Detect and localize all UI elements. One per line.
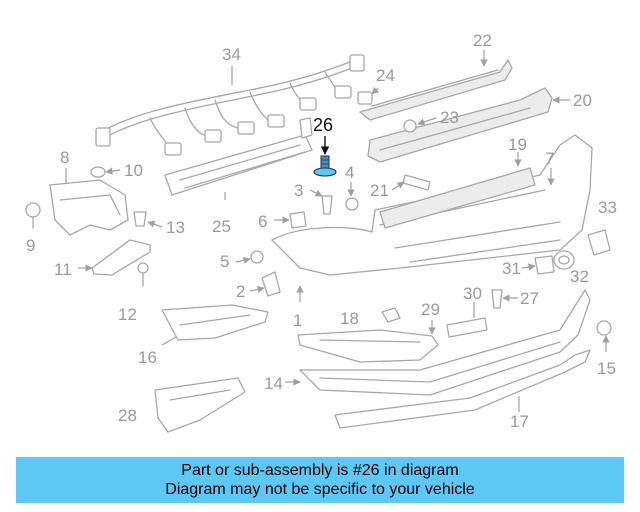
label-28: 28 bbox=[118, 406, 137, 425]
holder-24-part bbox=[357, 86, 380, 105]
label-33: 33 bbox=[598, 198, 617, 217]
upper-bracket-part bbox=[359, 50, 513, 121]
label-14: 14 bbox=[264, 374, 283, 393]
sensor-31-part bbox=[521, 255, 555, 275]
retainer-6-part bbox=[274, 211, 307, 229]
label-17: 17 bbox=[510, 412, 529, 431]
label-4: 4 bbox=[345, 163, 354, 182]
bracket-2-part bbox=[249, 271, 281, 297]
label-7: 7 bbox=[545, 149, 554, 168]
screw-12-part bbox=[137, 262, 149, 287]
label-5: 5 bbox=[220, 252, 229, 271]
label-3: 3 bbox=[294, 181, 303, 200]
label-9: 9 bbox=[26, 236, 35, 255]
side-bracket-16-part bbox=[161, 304, 269, 346]
side-bracket-part bbox=[49, 168, 129, 236]
side-guide-28-part bbox=[154, 377, 246, 433]
bracket-30-part bbox=[446, 302, 488, 338]
label-10: 10 bbox=[124, 161, 143, 180]
lower-trim-part bbox=[334, 349, 591, 429]
label-26: 26 bbox=[313, 115, 333, 135]
label-30: 30 bbox=[463, 284, 482, 303]
label-13: 13 bbox=[166, 218, 185, 237]
label-12: 12 bbox=[118, 305, 137, 324]
label-23: 23 bbox=[440, 108, 459, 127]
banner-line-1: Part or sub-assembly is #26 in diagram bbox=[181, 462, 459, 479]
bolt-21-part bbox=[391, 174, 431, 191]
absorber-insert-part bbox=[164, 117, 313, 200]
grommet-13-part bbox=[133, 211, 163, 228]
label-15: 15 bbox=[597, 359, 616, 378]
clip-9-part bbox=[25, 202, 41, 229]
clip-4-part bbox=[345, 182, 359, 211]
bracket-33-part bbox=[587, 229, 611, 256]
wiring-harness-part bbox=[95, 54, 365, 156]
clip-23-part bbox=[403, 117, 437, 133]
screw-5-part bbox=[235, 250, 264, 264]
label-25: 25 bbox=[212, 217, 231, 236]
bumper-cover-part bbox=[271, 134, 593, 302]
label-20: 20 bbox=[573, 91, 592, 110]
clip-18-part bbox=[381, 307, 401, 323]
label-1: 1 bbox=[293, 311, 302, 330]
label-6: 6 bbox=[258, 212, 267, 231]
info-banner: Part or sub-assembly is #26 in diagram D… bbox=[16, 457, 624, 503]
label-29: 29 bbox=[421, 300, 440, 319]
label-22: 22 bbox=[473, 31, 492, 50]
label-8: 8 bbox=[60, 148, 69, 167]
bracket-11-part bbox=[78, 239, 151, 276]
screw-10-part bbox=[90, 166, 121, 178]
label-11: 11 bbox=[54, 260, 72, 279]
clip-27-part bbox=[491, 289, 518, 309]
label-31: 31 bbox=[502, 259, 521, 278]
sensor-ring-32-part bbox=[553, 250, 575, 270]
banner-line-2: Diagram may not be specific to your vehi… bbox=[165, 481, 475, 498]
highlighted-screw-26-part bbox=[313, 136, 337, 177]
center-absorber-part bbox=[379, 152, 536, 229]
grille-29-part bbox=[297, 320, 439, 363]
label-19: 19 bbox=[508, 135, 527, 154]
energy-absorber-part bbox=[367, 87, 570, 163]
label-34: 34 bbox=[222, 45, 241, 64]
lower-valance-part bbox=[285, 289, 591, 396]
label-24: 24 bbox=[376, 66, 395, 85]
label-21: 21 bbox=[370, 181, 389, 200]
label-16: 16 bbox=[138, 348, 157, 367]
label-27: 27 bbox=[520, 289, 539, 308]
label-32: 32 bbox=[570, 267, 589, 286]
pin-3-part bbox=[309, 189, 333, 215]
label-18: 18 bbox=[340, 309, 359, 328]
label-2: 2 bbox=[236, 282, 245, 301]
clip-15-part bbox=[596, 320, 612, 352]
